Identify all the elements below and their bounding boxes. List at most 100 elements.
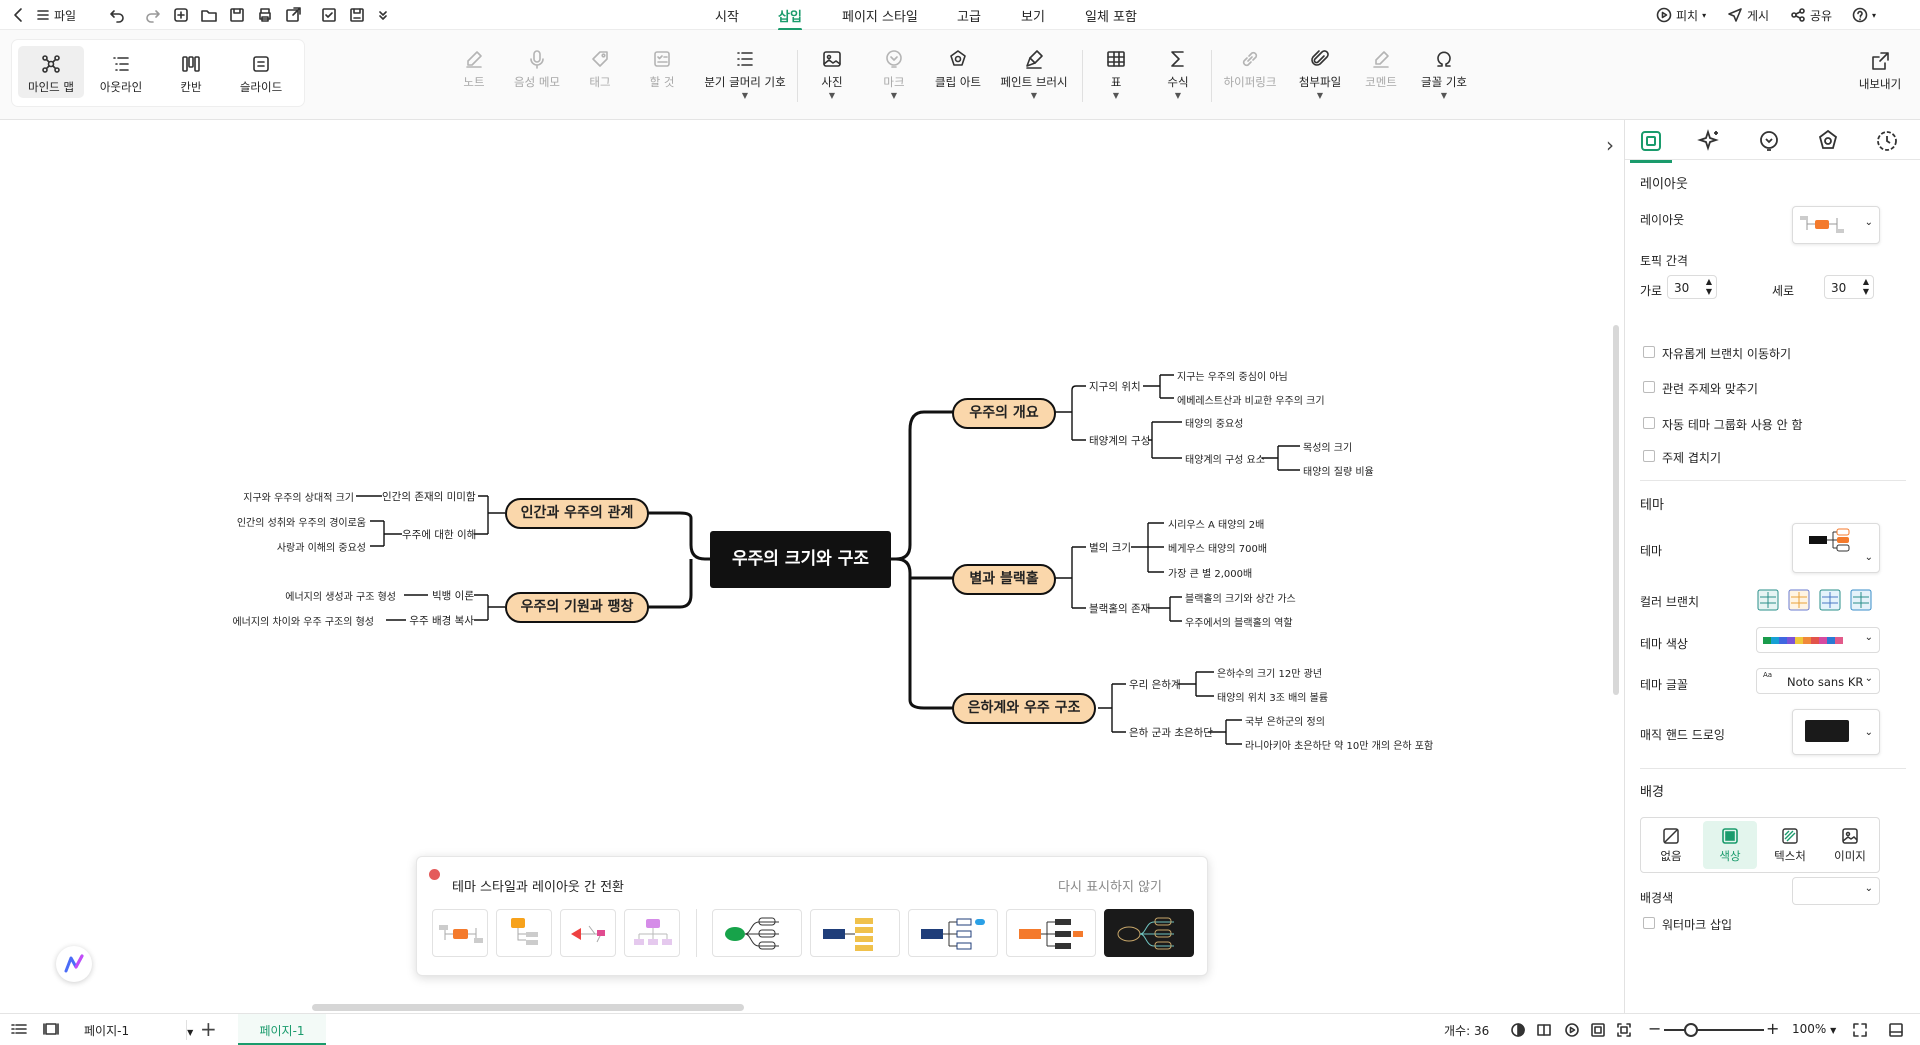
view-mindmap[interactable]: 마인드 맵 [18, 46, 84, 98]
subtopic[interactable]: 우주 배경 복사 [409, 615, 474, 627]
theme-thumb-dark[interactable] [1104, 909, 1194, 957]
subtopic[interactable]: 블랙홀의 존재 [1089, 603, 1151, 615]
layout-dropdown[interactable]: ⌄ [1792, 206, 1880, 244]
help-button[interactable]: ▾ [1852, 5, 1876, 25]
pitch-button[interactable]: 피치▾ [1656, 5, 1706, 25]
page-view-icon[interactable] [42, 1021, 60, 1037]
export-button[interactable]: 내보내기 [1854, 50, 1906, 92]
subtopic[interactable]: 우리 은하계 [1129, 679, 1181, 691]
panel-collapse-chevron-icon[interactable]: › [1606, 133, 1614, 157]
paintbrush-button[interactable]: 페인트 브러시 ▼ [996, 48, 1072, 100]
horizontal-scrollbar[interactable] [312, 1004, 744, 1011]
subtopic[interactable]: 은하 군과 초은하단 [1129, 727, 1213, 739]
topic-galaxy-structure[interactable]: 은하계와 우주 구조 [952, 693, 1096, 724]
fit-screen-icon[interactable] [1616, 1022, 1632, 1038]
leaf-topic[interactable]: 목성의 크기 [1303, 443, 1353, 454]
stepper-icon[interactable]: ▲▼ [1705, 277, 1712, 296]
vertical-spacing-input[interactable]: 30 ▲▼ [1824, 275, 1874, 299]
leaf-topic[interactable]: 지구는 우주의 중심이 아님 [1177, 372, 1288, 383]
leaf-topic[interactable]: 가장 큰 별 2,000배 [1168, 569, 1253, 580]
leaf-topic[interactable]: 블랙홀의 크기와 상간 가스 [1185, 594, 1296, 605]
color-branch-option[interactable] [1819, 589, 1841, 611]
root-topic[interactable]: 우주의 크기와 구조 [710, 531, 891, 588]
theme-font-dropdown[interactable]: Aa Noto sans KR ⌄ [1756, 668, 1880, 694]
leaf-topic[interactable]: 에너지의 차이와 우주 구조의 형성 [232, 617, 374, 628]
bg-option-image[interactable]: 이미지 [1823, 821, 1877, 869]
layout-panel-icon[interactable] [1630, 128, 1672, 163]
layout-thumb-tree[interactable] [496, 909, 552, 957]
book-icon[interactable] [1536, 1022, 1552, 1038]
leaf-topic[interactable]: 에너지의 생성과 구조 형성 [285, 592, 396, 603]
layout-thumb-org[interactable] [624, 909, 680, 957]
bg-option-color[interactable]: 색상 [1703, 821, 1757, 869]
add-page-icon[interactable]: + [200, 1017, 217, 1041]
leaf-topic[interactable]: 지구와 우주의 상대적 크기 [243, 493, 354, 504]
leaf-topic[interactable]: 사랑과 이해의 중요성 [276, 543, 366, 554]
bg-option-texture[interactable]: 텍스처 [1763, 821, 1817, 869]
open-folder-icon[interactable] [200, 6, 218, 24]
theme-toggle-icon[interactable] [1510, 1022, 1526, 1038]
leaf-topic[interactable]: 시리우스 A 태양의 2배 [1168, 520, 1265, 531]
image-button[interactable]: 사진 ▼ [814, 48, 850, 100]
leaf-topic[interactable]: 태양의 위치 3조 배의 볼륨 [1217, 693, 1329, 704]
bg-color-dropdown[interactable]: ⌄ [1792, 877, 1880, 905]
subtopic[interactable]: 우주에 대한 이해 [402, 529, 477, 541]
tab-insert[interactable]: 삽입 [778, 6, 802, 31]
color-branch-option[interactable] [1757, 589, 1779, 611]
ai-sparkle-icon[interactable] [1697, 128, 1723, 154]
subtopic[interactable]: 빅뱅 이론 [432, 590, 474, 602]
topic-stars-blackholes[interactable]: 별과 블랙홀 [952, 564, 1056, 595]
note-button[interactable]: 노트 [456, 48, 492, 90]
leaf-topic[interactable]: 에베레스트산과 비교한 우주의 크기 [1177, 396, 1325, 407]
file-menu[interactable]: 파일 [36, 5, 76, 25]
marker-icon[interactable] [1756, 128, 1782, 154]
branch-bullets-button[interactable]: 분기 글머리 기호 ▼ [700, 48, 790, 100]
view-slide[interactable]: 슬라이드 [228, 46, 294, 98]
share-button[interactable]: 공유 [1790, 5, 1832, 25]
hyperlink-button[interactable]: 하이퍼링크 [1222, 48, 1278, 90]
auto-theme-group-checkbox[interactable] [1643, 417, 1655, 429]
zoom-in-icon[interactable]: + [1766, 1019, 1780, 1038]
topic-overlap-checkbox[interactable] [1643, 450, 1655, 462]
clipart-button[interactable]: 클립 아트 [932, 48, 984, 90]
stepper-icon[interactable]: ▲▼ [1862, 277, 1869, 296]
mark-button[interactable]: 마크 ▼ [876, 48, 912, 100]
leaf-topic[interactable]: 라니아키아 초은하단 약 10만 개의 은하 포함 [1245, 741, 1434, 752]
subtopic[interactable]: 인간의 존재의 미미함 [382, 491, 476, 503]
leaf-topic[interactable]: 인간의 성취와 우주의 경이로움 [236, 518, 366, 529]
watermark-checkbox[interactable] [1643, 917, 1655, 929]
topic-universe-overview[interactable]: 우주의 개요 [952, 398, 1056, 429]
view-kanban[interactable]: 칸반 [158, 46, 224, 98]
tab-page-style[interactable]: 페이지 스타일 [842, 10, 918, 25]
layout-thumb-fishbone[interactable] [560, 909, 616, 957]
leaf-topic[interactable]: 우주에서의 블랙홀의 역할 [1185, 618, 1293, 629]
play-icon[interactable] [1564, 1022, 1580, 1038]
vertical-scrollbar[interactable] [1613, 325, 1619, 695]
align-topics-checkbox[interactable] [1643, 381, 1655, 393]
redo-icon[interactable] [144, 6, 162, 24]
table-button[interactable]: 표 ▼ [1098, 48, 1134, 100]
print-icon[interactable] [256, 6, 274, 24]
presentation-icon[interactable] [1590, 1022, 1606, 1038]
zoom-out-icon[interactable]: − [1648, 1019, 1662, 1038]
tab-advanced[interactable]: 고급 [957, 10, 981, 25]
theme-thumb-orange[interactable] [1006, 909, 1096, 957]
color-branch-option[interactable] [1788, 589, 1810, 611]
attachment-button[interactable]: 첨부파일 ▼ [1296, 48, 1344, 100]
page-tab-active[interactable]: 페이지-1 [238, 1014, 326, 1045]
hand-drawn-dropdown[interactable]: ⌄ [1792, 709, 1880, 755]
subtopic[interactable]: 태양계의 구성 [1089, 435, 1151, 447]
new-file-icon[interactable] [172, 6, 190, 24]
clock-icon[interactable] [1874, 128, 1900, 154]
publish-button[interactable]: 게시 [1727, 5, 1769, 25]
leaf-topic[interactable]: 국부 은하군의 정의 [1245, 717, 1325, 728]
comment-button[interactable]: 코멘트 [1362, 48, 1400, 90]
voice-memo-button[interactable]: 음성 메모 [510, 48, 564, 90]
horizontal-spacing-input[interactable]: 30 ▲▼ [1667, 275, 1717, 299]
leaf-topic[interactable]: 은하수의 크기 12만 광년 [1217, 669, 1323, 680]
outline-toggle-icon[interactable] [10, 1021, 28, 1037]
dont-show-again-link[interactable]: 다시 표시하지 않기 [1058, 880, 1162, 895]
ai-assistant-fab[interactable] [56, 946, 92, 982]
checklist-icon[interactable] [320, 6, 338, 24]
page-select[interactable]: 페이지-1▼ [84, 1022, 193, 1039]
